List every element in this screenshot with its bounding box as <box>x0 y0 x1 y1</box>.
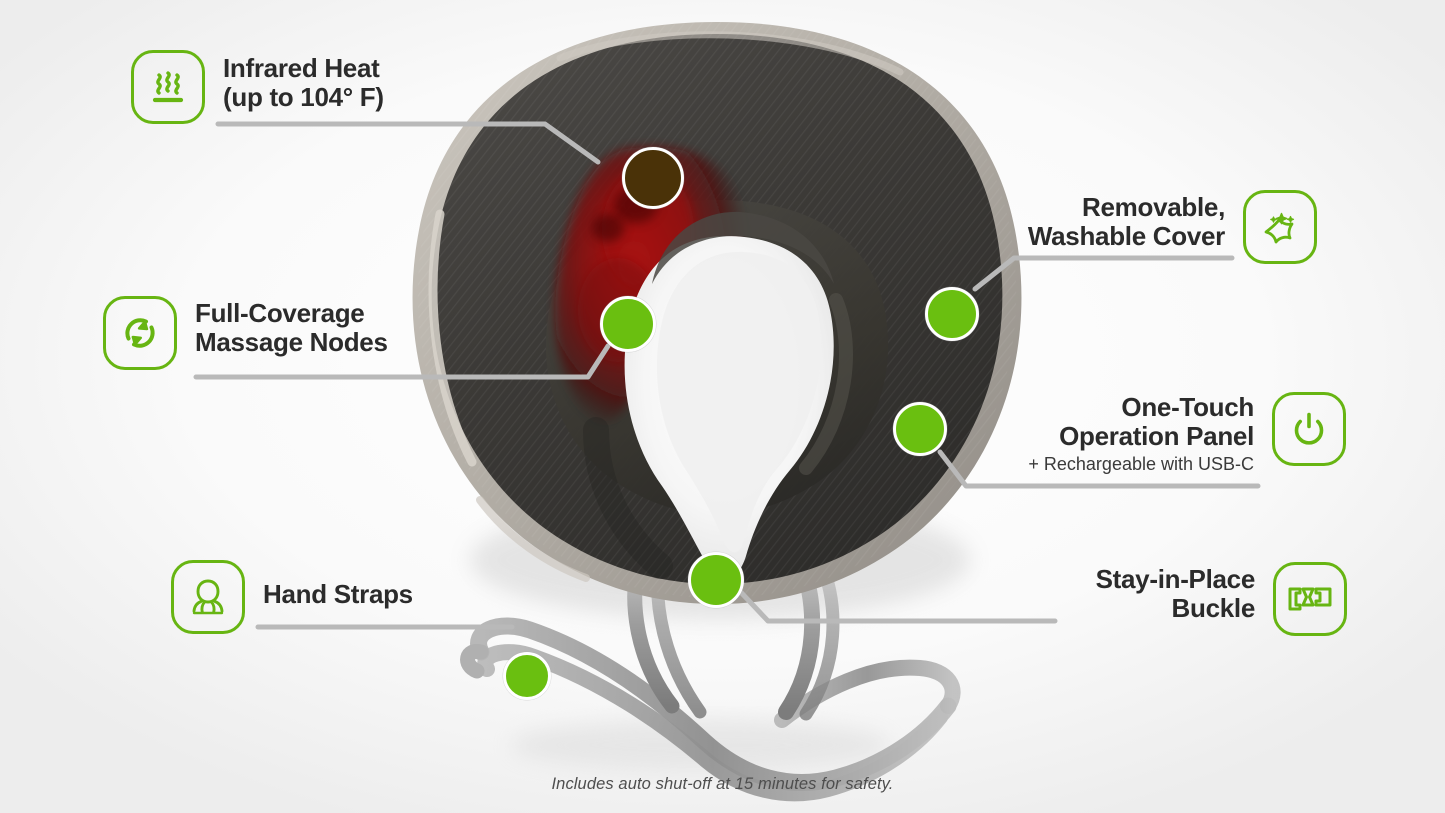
callout-title: Hand Straps <box>263 579 413 609</box>
buckle-icon <box>1273 562 1347 636</box>
hotspot-dot-washable-cover[interactable] <box>925 287 979 341</box>
connector-buckle <box>732 583 1058 624</box>
callout-title: Full-Coverage Massage Nodes <box>195 298 388 358</box>
callout-infrared-heat[interactable]: Infrared Heat (up to 104° F) <box>131 50 384 124</box>
connector-infrared-heat <box>215 121 601 165</box>
footnote-text: Includes auto shut-off at 15 minutes for… <box>551 775 894 793</box>
callout-massage-nodes[interactable]: Full-Coverage Massage Nodes <box>103 296 388 370</box>
callout-buckle[interactable]: Stay-in-Place Buckle <box>1096 562 1347 636</box>
person-with-straps-icon <box>171 560 245 634</box>
callout-title: One-Touch Operation Panel <box>1059 392 1254 452</box>
callout-title: Stay-in-Place Buckle <box>1095 564 1256 624</box>
rotating-arrows-icon <box>103 296 177 370</box>
heat-waves-icon <box>131 50 205 124</box>
power-button-icon <box>1272 392 1346 466</box>
callout-title: Infrared Heat (up to 104° F) <box>223 53 384 113</box>
callout-operation-panel[interactable]: One-Touch Operation Panel + Rechargeable… <box>1028 392 1346 476</box>
hotspot-dot-buckle[interactable] <box>688 552 744 608</box>
callout-hand-straps[interactable]: Hand Straps <box>171 560 413 634</box>
callout-washable-cover[interactable]: Removable, Washable Cover <box>1028 190 1317 264</box>
hotspot-dot-hand-straps[interactable] <box>503 652 551 700</box>
hotspot-dot-operation-panel[interactable] <box>893 402 947 456</box>
callout-title: Removable, Washable Cover <box>1027 192 1225 252</box>
hotspot-dot-infrared-heat[interactable] <box>622 147 684 209</box>
hotspot-dot-massage-nodes[interactable] <box>600 296 656 352</box>
sparkle-cloth-icon <box>1243 190 1317 264</box>
callout-subtitle: + Rechargeable with USB-C <box>1028 454 1254 475</box>
